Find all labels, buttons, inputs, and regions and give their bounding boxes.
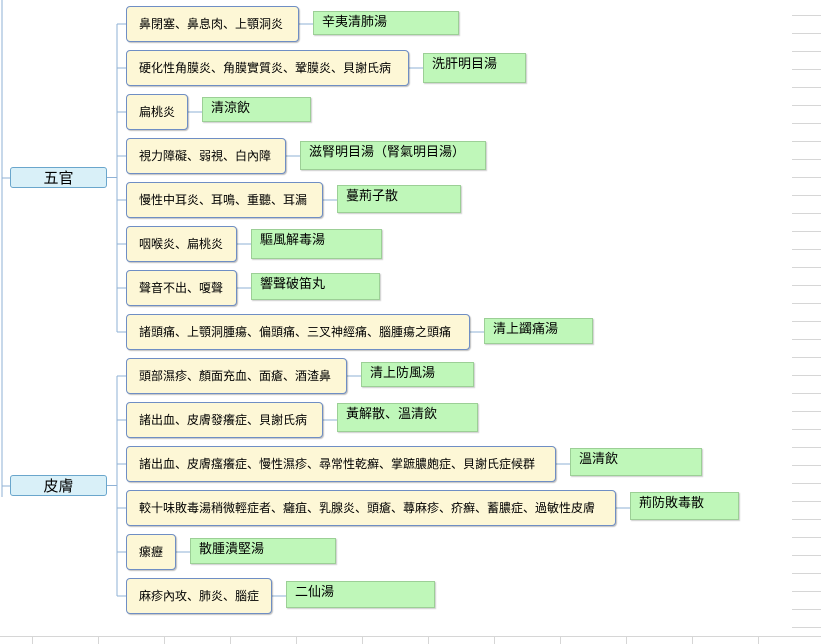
ruler-mark — [792, 465, 821, 466]
topic-node[interactable]: 硬化性角膜炎、角膜實質炎、鞏膜炎、貝謝氏病 — [126, 50, 409, 86]
ruler-mark — [494, 636, 495, 644]
ruler-mark — [792, 375, 821, 376]
ruler-mark — [792, 429, 821, 430]
category-node-wuguan[interactable]: 五官 — [10, 167, 107, 188]
ruler-mark — [792, 321, 821, 322]
formula-node[interactable]: 清上防風湯 — [361, 362, 474, 387]
topic-node[interactable]: 扁桃炎 — [126, 94, 188, 130]
ruler-mark — [792, 447, 821, 448]
topic-node[interactable]: 鼻閉塞、鼻息肉、上顎洞炎 — [126, 6, 299, 42]
formula-node[interactable]: 黃解散、溫清飲 — [337, 403, 478, 432]
ruler-mark — [560, 636, 561, 644]
ruler-mark — [792, 15, 821, 16]
formula-node[interactable]: 辛夷清肺湯 — [313, 11, 459, 35]
formula-node[interactable]: 荊防敗毒散 — [630, 492, 739, 520]
ruler-mark — [792, 303, 821, 304]
ruler-mark — [792, 339, 821, 340]
formula-node[interactable]: 洗肝明目湯 — [423, 53, 526, 83]
formula-node[interactable]: 散腫潰堅湯 — [190, 538, 336, 564]
topic-node[interactable]: 聲音不出、嗄聲 — [126, 270, 237, 306]
formula-node[interactable]: 清上蠲痛湯 — [484, 318, 593, 344]
ruler-mark — [32, 636, 33, 644]
ruler-mark — [792, 69, 821, 70]
ruler-mark — [164, 636, 165, 644]
ruler-mark — [792, 231, 821, 232]
ruler-mark — [792, 519, 821, 520]
topic-node[interactable]: 頭部濕疹、顏面充血、面瘡、酒渣鼻 — [126, 358, 347, 394]
formula-node[interactable]: 驅風解毒湯 — [251, 229, 382, 259]
ruler-mark — [792, 51, 821, 52]
formula-node[interactable]: 二仙湯 — [286, 581, 435, 608]
ruler-mark — [792, 141, 821, 142]
ruler-mark — [792, 285, 821, 286]
ruler-mark — [792, 123, 821, 124]
formula-node[interactable]: 溫清飲 — [570, 448, 702, 476]
ruler-mark — [792, 33, 821, 34]
topic-node[interactable]: 諸出血、皮膚發癢症、貝謝氏病 — [126, 402, 323, 438]
ruler-mark — [792, 537, 821, 538]
ruler-mark — [792, 159, 821, 160]
topic-node[interactable]: 諸出血、皮膚瘙癢症、慢性濕疹、尋常性乾癬、掌蹠膿皰症、貝謝氏症候群 — [126, 446, 556, 482]
topic-node[interactable]: 麻疹內攻、肺炎、腦症 — [126, 578, 272, 614]
category-node-pifu[interactable]: 皮膚 — [10, 475, 107, 496]
ruler-mark — [230, 636, 231, 644]
topic-node[interactable]: 慢性中耳炎、耳鳴、重聽、耳漏 — [126, 182, 323, 218]
ruler-mark — [792, 501, 821, 502]
ruler-mark — [792, 249, 821, 250]
topic-node[interactable]: 視力障礙、弱視、白內障 — [126, 138, 286, 174]
topic-node[interactable]: 諸頭痛、上顎洞腫瘍、偏頭痛、三叉神經痛、腦腫瘍之頭痛 — [126, 314, 470, 350]
ruler-mark — [792, 195, 821, 196]
ruler-mark — [296, 636, 297, 644]
ruler-mark — [626, 636, 627, 644]
ruler-mark — [792, 591, 821, 592]
ruler-mark — [792, 573, 821, 574]
formula-node[interactable]: 滋腎明目湯（腎氣明目湯） — [300, 141, 486, 170]
ruler-mark — [792, 411, 821, 412]
ruler-mark — [792, 357, 821, 358]
ruler-mark — [692, 636, 693, 644]
formula-node[interactable]: 蔓荊子散 — [337, 185, 461, 213]
ruler-mark — [758, 636, 759, 644]
ruler-mark — [792, 87, 821, 88]
ruler-mark — [792, 267, 821, 268]
topic-node[interactable]: 瘰癧 — [126, 534, 176, 570]
ruler-mark — [428, 636, 429, 644]
ruler-mark — [792, 213, 821, 214]
ruler-mark — [792, 483, 821, 484]
page-edge-line — [0, 636, 821, 637]
formula-node[interactable]: 清涼飲 — [202, 97, 311, 122]
ruler-mark — [792, 609, 821, 610]
ruler-mark — [792, 105, 821, 106]
topic-node[interactable]: 咽喉炎、扁桃炎 — [126, 226, 237, 262]
ruler-mark — [98, 636, 99, 644]
topic-node[interactable]: 較十味敗毒湯稍微輕症者、癰疽、乳腺炎、頭瘡、蕁麻疹、疥癬、蓄膿症、過敏性皮膚 — [126, 490, 616, 526]
ruler-mark — [792, 555, 821, 556]
formula-node[interactable]: 響聲破笛丸 — [251, 273, 380, 300]
ruler-mark — [792, 393, 821, 394]
ruler-mark — [792, 177, 821, 178]
ruler-mark — [362, 636, 363, 644]
ruler-mark — [792, 627, 821, 628]
